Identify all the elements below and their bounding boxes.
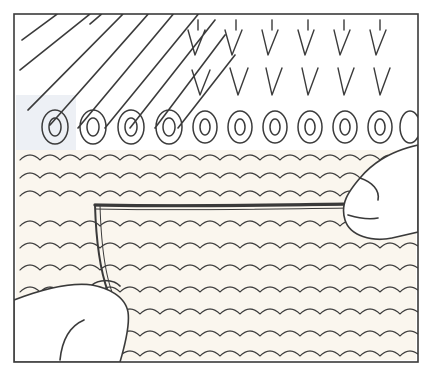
knitting-illustration xyxy=(0,0,421,367)
